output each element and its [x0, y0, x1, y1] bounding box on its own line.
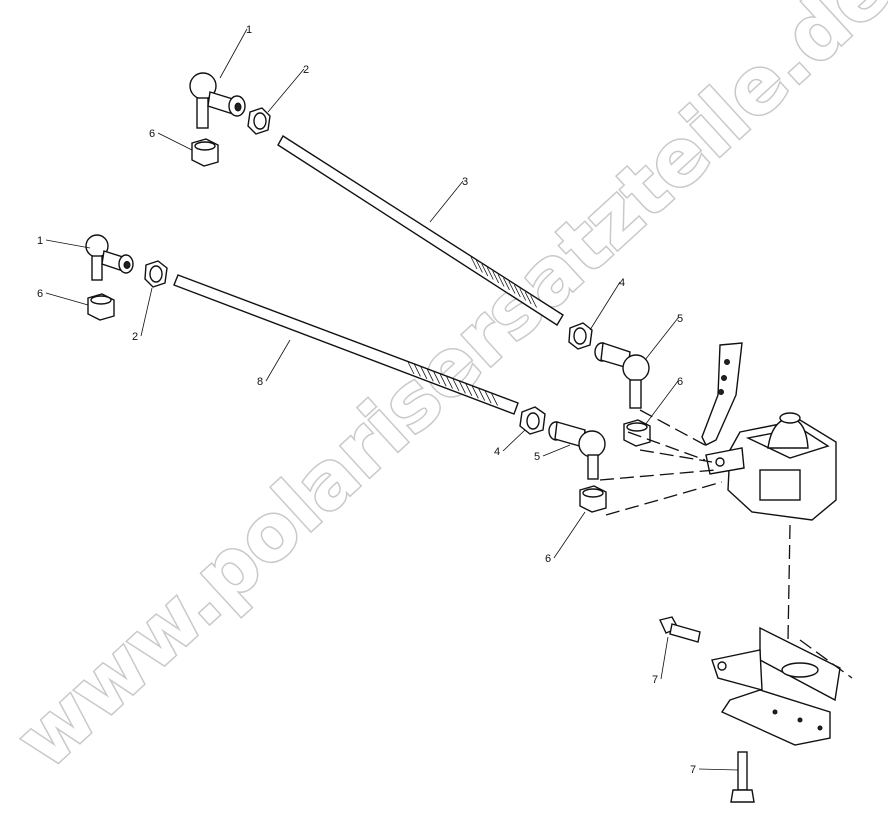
leader-line	[45, 239, 91, 249]
callout-lock-nut-lower-left: 6	[37, 288, 89, 306]
thread-mark	[508, 281, 516, 294]
jam-nut-upper	[247, 107, 271, 135]
callout-number: 6	[677, 376, 683, 388]
leader-line	[219, 28, 248, 79]
thread-mark	[519, 288, 527, 301]
leader-line	[265, 339, 291, 382]
lock-nut-right-lower	[579, 485, 607, 513]
thread-mark	[465, 383, 473, 397]
leader-line	[157, 132, 193, 151]
thread-mark	[481, 263, 489, 277]
thread-mark	[439, 373, 447, 387]
shifter-assembly	[701, 342, 837, 521]
callout-number: 8	[257, 376, 263, 388]
leader-line	[140, 287, 153, 337]
callout-ball-joint-right-upper: 5	[644, 313, 683, 361]
callouts: 1 2 6 3 1 6 2 8 4 5 6 4 5 6 7 7	[37, 24, 739, 776]
thread-mark	[446, 376, 453, 389]
callout-number: 2	[132, 331, 138, 343]
shift-rod-upper	[277, 135, 564, 326]
thread-mark	[407, 361, 415, 375]
thread-mark	[530, 295, 537, 308]
callout-jam-nut-lower: 2	[132, 287, 153, 343]
bolt-upper	[659, 616, 701, 643]
thread-mark	[420, 366, 428, 380]
bolt-lower	[730, 751, 755, 803]
callout-number: 4	[619, 277, 625, 289]
callout-number: 1	[37, 235, 43, 247]
thread-mark	[414, 364, 421, 377]
shift-rod-lower	[173, 274, 519, 415]
thread-mark	[503, 277, 510, 291]
jam-nut-lower	[144, 260, 168, 288]
callout-jam-nut-right-lower: 4	[494, 429, 526, 458]
lock-nut-right-upper	[623, 419, 651, 447]
callout-jam-nut-upper: 2	[267, 64, 309, 113]
thread-mark	[426, 369, 434, 382]
jam-nut-right-lower	[519, 406, 546, 435]
lock-nut-upper-left	[191, 138, 219, 167]
callout-number: 6	[37, 288, 43, 300]
thread-mark	[478, 388, 486, 401]
callout-number: 5	[677, 313, 683, 325]
leader-line	[45, 292, 89, 306]
thread-mark	[476, 260, 483, 273]
callout-lock-nut-right-upper: 6	[644, 376, 683, 426]
callout-number: 1	[246, 24, 252, 36]
leader-line	[429, 180, 464, 223]
jam-nut-right-upper	[568, 322, 593, 350]
callout-shift-rod-upper: 3	[429, 176, 468, 223]
leader-line	[589, 281, 621, 331]
leader-line	[698, 768, 739, 771]
callout-number: 5	[534, 451, 540, 463]
callout-shift-rod-lower: 8	[257, 339, 291, 388]
leader-line	[644, 380, 679, 426]
thread-mark	[492, 270, 500, 284]
callout-number: 7	[690, 764, 696, 776]
callout-number: 3	[462, 176, 468, 188]
callout-lock-nut-right-lower: 6	[545, 511, 586, 565]
leader-line	[660, 636, 669, 680]
lock-nut-lower-left	[87, 293, 115, 321]
thread-mark	[491, 393, 498, 406]
thread-mark	[471, 386, 479, 399]
callout-number: 2	[303, 64, 309, 76]
thread-mark	[484, 390, 492, 404]
thread-mark	[524, 291, 532, 305]
leader-line	[542, 444, 571, 457]
alignment-lines	[599, 409, 853, 679]
leader-line	[553, 511, 586, 559]
ball-joint-right-lower	[548, 421, 606, 480]
thread-mark	[486, 267, 494, 280]
thread-mark	[497, 274, 505, 287]
leader-line	[267, 68, 305, 113]
leader-line	[644, 317, 679, 361]
ball-joint-lower	[85, 234, 134, 281]
callout-number: 6	[149, 128, 155, 140]
callout-bolt-upper: 7	[652, 636, 669, 686]
callout-number: 6	[545, 553, 551, 565]
callout-bolt-lower: 7	[690, 764, 739, 776]
thread-mark	[433, 371, 441, 384]
ball-joint-right-upper	[594, 342, 650, 409]
callout-number: 7	[652, 674, 658, 686]
callout-lock-nut-upper-left: 6	[149, 128, 193, 151]
leader-line	[502, 429, 526, 452]
thread-mark	[513, 284, 521, 298]
callout-number: 4	[494, 446, 500, 458]
callout-jam-nut-right-upper: 4	[589, 277, 625, 331]
callout-ball-joint-lower: 1	[37, 235, 91, 249]
thread-mark	[470, 256, 478, 270]
ball-joint-upper	[189, 72, 246, 129]
thread-mark	[459, 381, 466, 394]
callout-ball-joint-upper: 1	[219, 24, 252, 79]
callout-ball-joint-right-lower: 5	[534, 444, 571, 463]
thread-mark	[452, 378, 460, 392]
mounting-bracket	[711, 626, 841, 746]
